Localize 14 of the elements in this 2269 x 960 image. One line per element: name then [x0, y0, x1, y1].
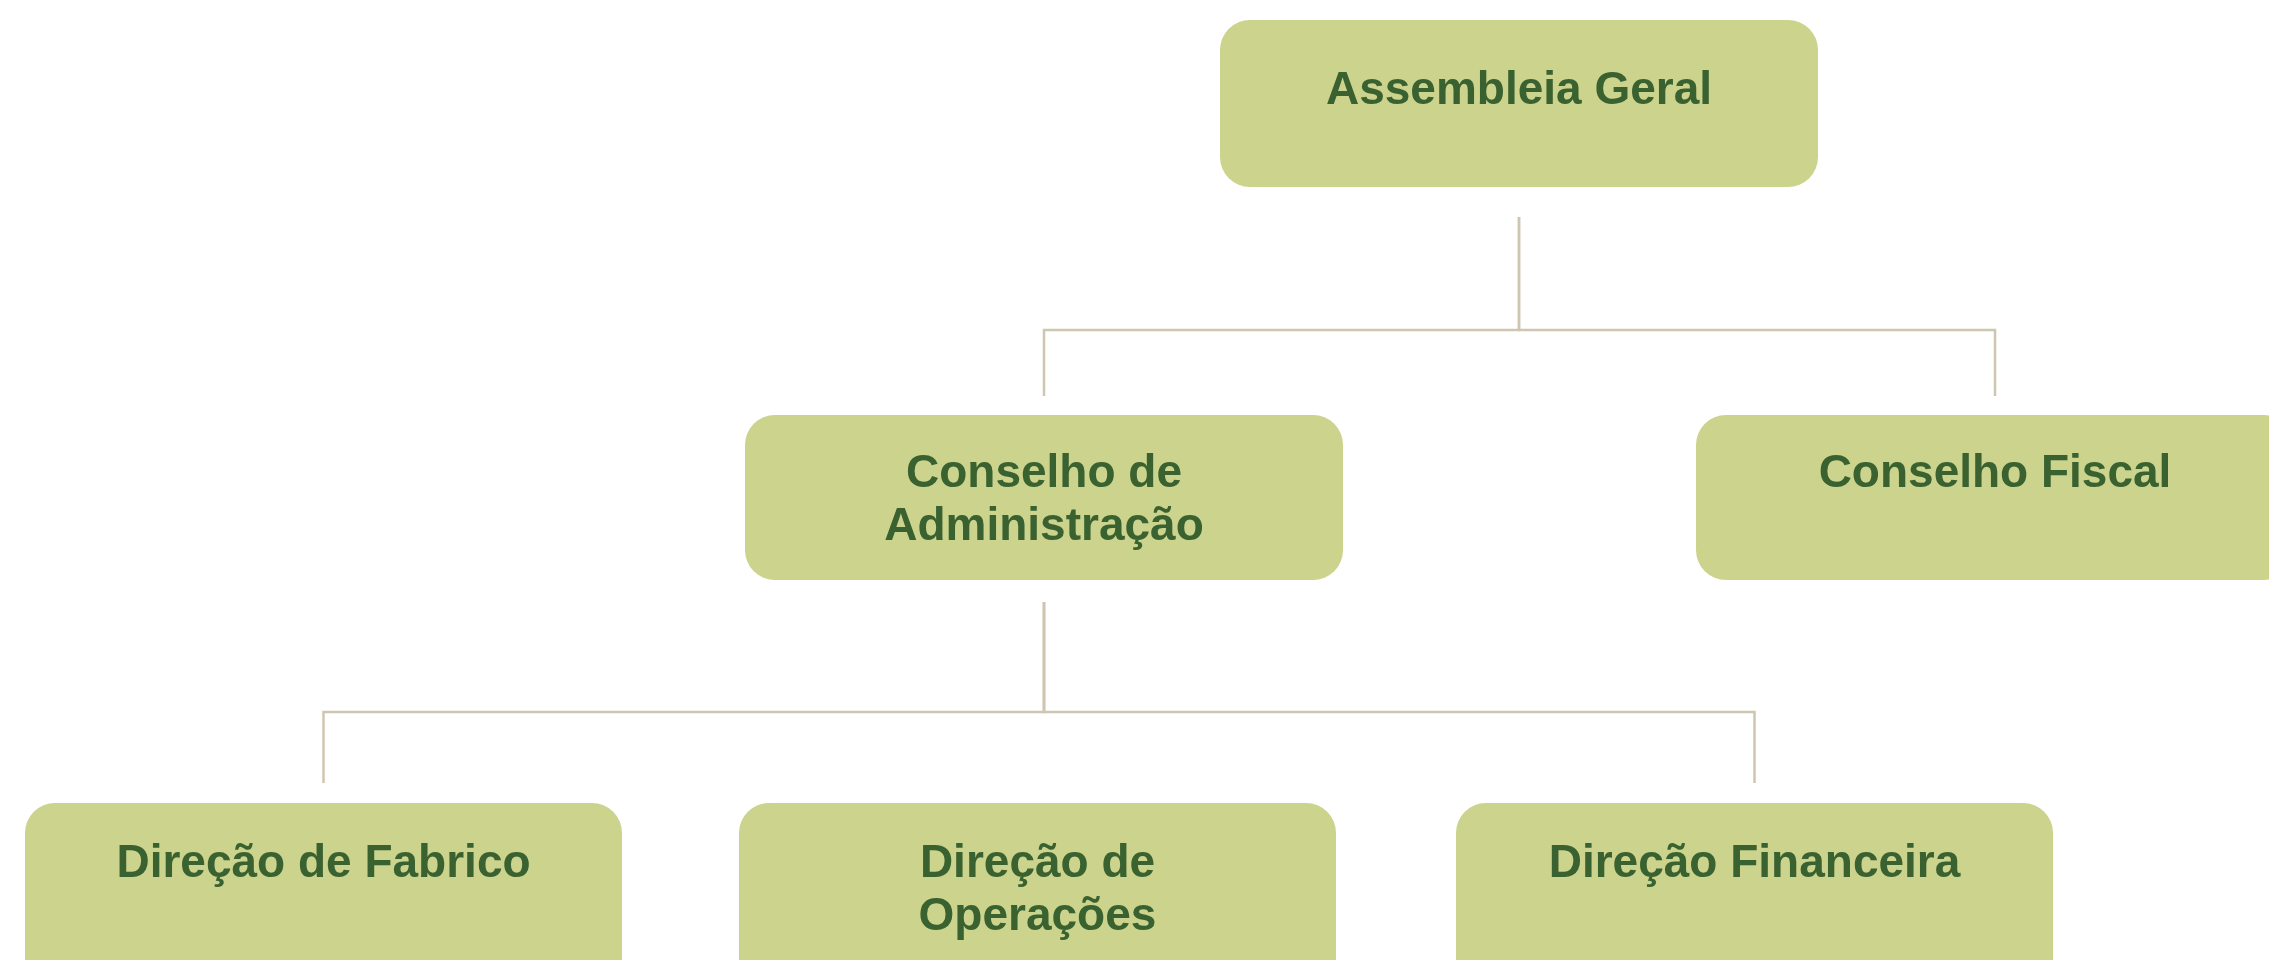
unit-name: Assembleia Geral [1325, 62, 1713, 115]
org-box [1696, 415, 2269, 580]
org-box [1456, 803, 2053, 960]
org-box [25, 803, 622, 960]
connector-line [1042, 602, 1756, 783]
unit-name: Conselho de Administração [883, 445, 1205, 551]
unit-name: Direção Financeira [1548, 835, 1961, 888]
org-box [739, 803, 1336, 960]
connector-line [1517, 217, 1997, 396]
unit-name: Direção de Operações [917, 835, 1158, 941]
org-box [1220, 20, 1818, 187]
org-box [745, 415, 1343, 580]
unit-name: Conselho Fiscal [1818, 445, 2172, 498]
unit-name: Direção de Fabrico [116, 835, 531, 888]
